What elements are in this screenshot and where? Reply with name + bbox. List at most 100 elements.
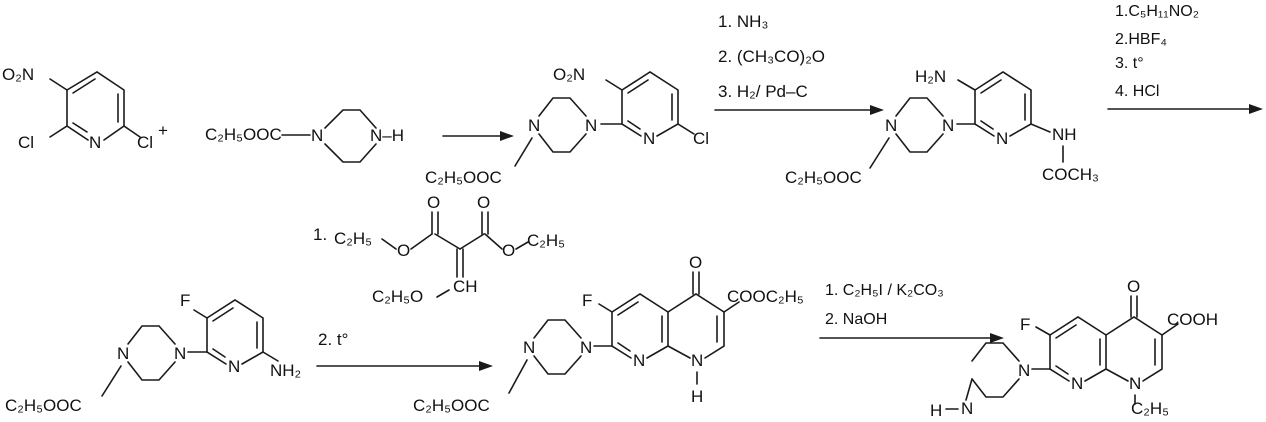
reagent-4-o1: O [427, 193, 440, 212]
reaction-arrow-4: 2. t° [316, 330, 493, 371]
reagent-4-second: 2. t° [318, 330, 348, 349]
n-label-3a: N [643, 129, 655, 148]
reagent-3-line-4: 4. HCl [1115, 83, 1159, 100]
cl-label-1a: Cl [18, 133, 34, 152]
n-label-4c: N [885, 116, 897, 135]
reagent-2-line-2: 2. (CH₃CO)₂O [718, 47, 825, 66]
carbamate-bond-6 [508, 359, 528, 394]
f-label-5: F [180, 291, 190, 310]
nh-label-2: N–H [370, 126, 404, 145]
plus-sign: + [158, 121, 168, 140]
reagent-4-o4: O [502, 241, 515, 260]
double-bond-6b [617, 342, 631, 352]
n-label-5c: N [117, 344, 129, 363]
n-label-6a: N [633, 351, 645, 370]
reagent-4-ethoxy-a: C₂H₅ [334, 229, 372, 248]
reagent-4-bond-b [410, 233, 433, 250]
double-bond-3c [627, 120, 641, 130]
n-label-7d: N [961, 399, 973, 418]
double-bond-3b [627, 79, 649, 94]
h-label-7: H [930, 401, 942, 420]
reagent-4-prefix: 1. [313, 225, 327, 244]
reagent-4-bond-c [434, 233, 461, 250]
reagent-3-line-3: 3. t° [1115, 55, 1144, 72]
compound-dichloronitropyridine: O₂N Cl N Cl [2, 65, 153, 152]
ester-label-2: C₂H₅OOC [205, 125, 282, 144]
double-bond-7a [1055, 324, 1077, 339]
nitro-bond-3 [605, 79, 623, 91]
cl-bond-3 [677, 123, 695, 135]
reaction-arrow-1 [442, 131, 514, 141]
compound-ethyl-piperazinecarboxylate: C₂H₅OOC N N–H [205, 109, 404, 163]
double-bond-6a [617, 301, 639, 316]
pyridine-ring-1 [66, 71, 125, 141]
nitro-label-3: O₂N [553, 65, 585, 84]
f-bond-6 [598, 303, 613, 313]
reagent-4-o2: O [477, 193, 490, 212]
piperazine-ring-2 [324, 109, 377, 163]
nh-bond-4 [1030, 123, 1051, 133]
acid-label-7: COOH [1167, 310, 1218, 329]
compound-fluoroaminopyridine: F N NH₂ N N C₂H₅OOC [5, 291, 301, 415]
ring-left-7 [1049, 316, 1107, 382]
piperazine-ring-5 [127, 325, 176, 381]
double-bond-4c [980, 120, 994, 130]
reagent-5-line-1: 1. C₂H₅I / K₂CO₃ [825, 282, 944, 299]
double-bond-1c [72, 122, 88, 133]
reagent-4-ethoxy-b: C₂H₅ [527, 231, 565, 250]
n-label-6c: N [580, 338, 592, 357]
double-bond-4b [980, 79, 1002, 94]
amine-bond-4 [957, 79, 976, 91]
ring-right-6 [667, 293, 725, 359]
nitro-label-1: O₂N [2, 65, 34, 84]
ester-label-4: C₂H₅OOC [785, 168, 862, 187]
reagent-4-bond-e [484, 233, 503, 250]
n-label-7a: N [1071, 374, 1083, 393]
reagent-4-bond-a [381, 238, 397, 250]
ester-label-3: C₂H₅OOC [425, 168, 502, 187]
pyridine-ring-4 [974, 71, 1032, 137]
reagent-ethoxymethylenemalonate: 1. C₂H₅ O O O O C₂H₅ CH C₂H₅O [313, 193, 565, 306]
double-bond-7b [1055, 365, 1069, 375]
reagent-4-ch: CH [453, 277, 478, 296]
piperazine-ring-4 [895, 97, 944, 153]
acetyl-label-4: COCH₃ [1042, 165, 1099, 184]
reagent-4-bond-f [515, 241, 529, 250]
n-label-7c: N [1018, 361, 1030, 380]
reaction-arrow-5: 1. C₂H₅I / K₂CO₃ 2. NaOH [819, 282, 1004, 343]
n-label-6b: N [691, 351, 703, 370]
ester-label-6: C₂H₅OOC [413, 396, 490, 415]
cl-bond-1b [123, 125, 141, 138]
f-label-6: F [582, 291, 592, 310]
reagent-2-line-1: 1. NH₃ [718, 12, 768, 31]
ethyl-label-7: C₂H₅ [1131, 399, 1169, 418]
pyridine-ring-3 [621, 71, 679, 137]
f-bond-7 [1035, 326, 1051, 336]
nh2-bond-5 [262, 351, 279, 362]
compound-naphthyridone-acid: F N O COOH N C₂H₅ N N H [930, 277, 1218, 420]
n-label-3c: N [528, 116, 540, 135]
carbamate-bond-4 [869, 137, 890, 169]
reagent-3-line-2: 2.HBF₄ [1115, 31, 1167, 48]
reagent-3-line-1: 1.C₅H₁₁NO₂ [1115, 3, 1199, 20]
nh-label-4: NH [1052, 125, 1077, 144]
ester-bond-6 [723, 301, 740, 313]
piperazine-ring-3 [538, 97, 587, 153]
acid-bond-7 [1161, 323, 1179, 336]
double-bond-5c [212, 348, 226, 358]
n-label-2a: N [311, 126, 323, 145]
n-label-3b: N [585, 116, 597, 135]
reagent-4-o3: O [397, 241, 410, 260]
reagent-4-bond-g [436, 289, 450, 298]
reagent-4-bond-d [459, 233, 485, 250]
n-label-6d: N [523, 338, 535, 357]
pyridine-ring-5 [206, 299, 264, 365]
n-label-5a: N [228, 357, 240, 376]
o-label-6: O [689, 253, 702, 272]
reaction-arrow-2: 1. NH₃ 2. (CH₃CO)₂O 3. H₂/ Pd–C [714, 12, 884, 115]
h-label-6: H [691, 387, 703, 406]
n-label-4a: N [996, 129, 1008, 148]
compound-acetamidopyridine: H₂N N NH COCH₃ N N C₂H₅OOC [785, 67, 1099, 187]
ester-side-label-6: COOC₂H₅ [727, 287, 804, 306]
